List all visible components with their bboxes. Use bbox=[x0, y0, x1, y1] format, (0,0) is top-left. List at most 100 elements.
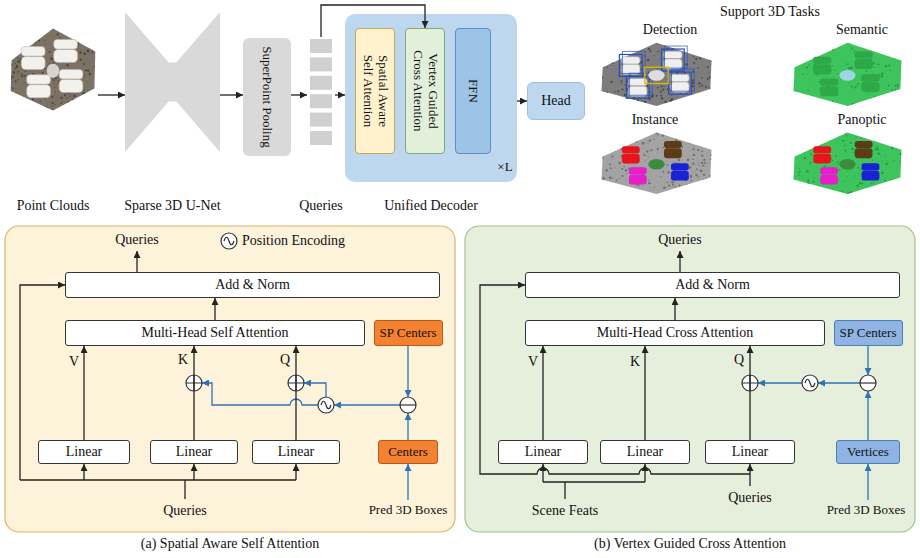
detection-result bbox=[689, 97, 690, 98]
instance-result bbox=[614, 189, 616, 191]
point-cloud-scene bbox=[94, 66, 95, 67]
instance-result bbox=[616, 179, 618, 181]
panoptic-result bbox=[855, 137, 857, 139]
detection-result bbox=[599, 107, 600, 108]
instance-result bbox=[672, 181, 674, 183]
position-wire bbox=[818, 382, 860, 383]
instance-result bbox=[601, 156, 603, 158]
instance-result bbox=[657, 134, 659, 136]
signal-name: Q bbox=[734, 352, 744, 368]
instance-result bbox=[671, 163, 689, 180]
instance-result bbox=[692, 194, 694, 196]
instance-result bbox=[622, 154, 640, 164]
instance-result bbox=[617, 192, 619, 194]
semantic-result bbox=[802, 73, 804, 75]
box-input-wire bbox=[407, 464, 408, 500]
panoptic-result bbox=[799, 168, 800, 169]
detection-result bbox=[661, 86, 663, 88]
semantic-result bbox=[887, 49, 890, 52]
instance-result bbox=[667, 164, 669, 166]
instance-result bbox=[622, 175, 624, 177]
semantic-result bbox=[854, 86, 856, 88]
panoptic-result bbox=[871, 183, 873, 185]
query-input-wire bbox=[193, 464, 194, 480]
instance-result bbox=[622, 146, 640, 153]
detection-result bbox=[620, 41, 622, 43]
panoptic-result bbox=[807, 139, 808, 140]
instance-result bbox=[626, 173, 627, 174]
detection-result bbox=[700, 83, 702, 85]
panoptic-result bbox=[817, 185, 818, 186]
point-cloud-scene bbox=[15, 67, 17, 69]
legend-symbol bbox=[224, 237, 234, 245]
detection-result bbox=[633, 106, 636, 109]
semantic-result bbox=[793, 43, 901, 106]
instance-result bbox=[605, 184, 607, 186]
panoptic-result bbox=[839, 159, 855, 170]
point-cloud-scene bbox=[7, 24, 98, 113]
detection-result bbox=[656, 95, 658, 97]
panoptic-result bbox=[874, 131, 876, 133]
detection-result bbox=[679, 106, 681, 108]
instance-result bbox=[686, 184, 687, 185]
detection-result bbox=[652, 39, 653, 40]
instance-result bbox=[701, 162, 703, 164]
output-wire bbox=[679, 251, 680, 272]
panoptic-result bbox=[859, 182, 862, 185]
panoptic-result bbox=[856, 185, 859, 188]
semantic-result bbox=[900, 99, 902, 101]
point-cloud-scene bbox=[58, 25, 60, 27]
semantic-result bbox=[887, 52, 889, 54]
instance-result bbox=[622, 146, 640, 163]
panoptic-result bbox=[877, 152, 879, 154]
instance-result bbox=[700, 131, 702, 133]
point-cloud-scene bbox=[21, 75, 23, 77]
detection-result bbox=[634, 40, 635, 41]
semantic-result bbox=[870, 98, 871, 99]
detection-result bbox=[617, 45, 618, 46]
input-box: Vertices bbox=[836, 440, 900, 464]
point-cloud-scene bbox=[15, 80, 17, 82]
panoptic-result bbox=[805, 149, 806, 150]
input-box: Centers bbox=[378, 440, 438, 464]
point-cloud-scene bbox=[36, 28, 38, 30]
node-heading: Unified Decoder bbox=[384, 198, 478, 214]
flow-arrow bbox=[517, 100, 527, 101]
instance-result bbox=[619, 178, 620, 179]
node-label: Centers bbox=[388, 445, 428, 460]
semantic-result bbox=[813, 43, 815, 45]
panoptic-result bbox=[887, 162, 888, 163]
detection-result bbox=[711, 86, 712, 87]
detection-result bbox=[714, 42, 715, 43]
detection-result bbox=[671, 95, 672, 96]
point-cloud-scene bbox=[62, 25, 65, 28]
attention-layer: Spatial Aware Self Attention bbox=[355, 28, 395, 154]
stack-illustration bbox=[310, 57, 332, 71]
detection-result bbox=[696, 47, 697, 48]
panoptic-result bbox=[862, 163, 880, 170]
panoptic-result bbox=[839, 170, 840, 171]
instance-result bbox=[709, 186, 710, 187]
point-cloud-scene bbox=[12, 71, 15, 74]
panoptic-result bbox=[869, 136, 871, 138]
panoptic-result bbox=[792, 130, 905, 195]
point-cloud-scene bbox=[67, 101, 69, 103]
detection-result bbox=[701, 77, 703, 79]
task-name: Semantic bbox=[836, 22, 888, 38]
instance-result bbox=[690, 176, 692, 178]
semantic-result bbox=[809, 56, 810, 57]
instance-result bbox=[650, 150, 651, 151]
point-cloud-scene bbox=[35, 29, 37, 31]
subtract-symbol bbox=[400, 397, 416, 413]
box-input-wire bbox=[867, 464, 868, 500]
detection-result bbox=[615, 43, 617, 45]
point-cloud-scene bbox=[44, 40, 45, 41]
instance-result bbox=[646, 150, 648, 152]
detection-result bbox=[705, 86, 707, 88]
semantic-result bbox=[834, 70, 835, 71]
detection-result bbox=[645, 67, 668, 83]
point-cloud-scene bbox=[35, 31, 37, 33]
instance-result bbox=[612, 156, 614, 158]
instance-result bbox=[629, 175, 647, 185]
